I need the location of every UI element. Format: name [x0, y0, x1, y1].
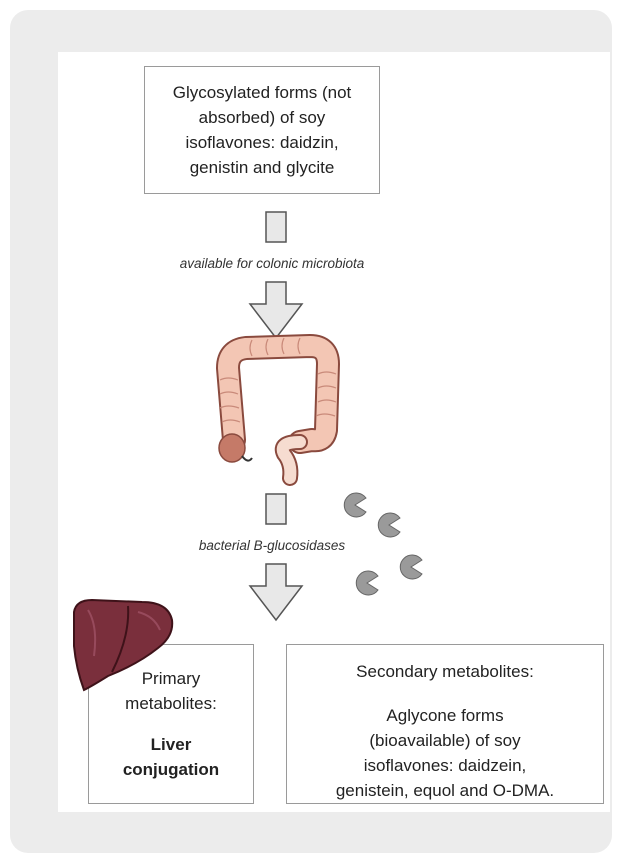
- secondary-body-line: (bioavailable) of soy: [369, 728, 520, 753]
- enzyme-pacman-icon: [376, 512, 402, 538]
- top-box-line: isoflavones: daidzin,: [173, 130, 352, 155]
- secondary-body-line: Aglycone forms: [386, 703, 503, 728]
- enzyme-pacman-icon: [354, 570, 380, 596]
- down-arrow-2: [246, 494, 306, 624]
- secondary-title: Secondary metabolites:: [356, 659, 534, 684]
- colon-illustration: [208, 330, 348, 480]
- secondary-body-line: isoflavones: daidzein,: [364, 753, 527, 778]
- secondary-metabolites-box: Secondary metabolites: Aglycone forms (b…: [286, 644, 604, 804]
- primary-bold-line: conjugation: [123, 757, 219, 782]
- glycosylated-forms-box: Glycosylated forms (not absorbed) of soy…: [144, 66, 380, 194]
- down-arrow-1: [246, 212, 306, 342]
- liver-icon: [68, 596, 176, 694]
- top-box-line: Glycosylated forms (not: [173, 80, 352, 105]
- enzyme-pacman-icon: [398, 554, 424, 580]
- secondary-body-line: genistein, equol and O-DMA.: [336, 778, 554, 803]
- figure-card: Glycosylated forms (not absorbed) of soy…: [10, 10, 612, 853]
- top-box-line: absorbed) of soy: [173, 105, 352, 130]
- diagram-panel: Glycosylated forms (not absorbed) of soy…: [58, 52, 610, 812]
- enzyme-pacman-icon: [342, 492, 368, 518]
- primary-bold-line: Liver: [151, 732, 192, 757]
- top-box-line: genistin and glycite: [173, 155, 352, 180]
- colonic-microbiota-label: available for colonic microbiota: [128, 256, 416, 271]
- primary-title-line: metabolites:: [125, 691, 217, 716]
- bacterial-glucosidases-label: bacterial B-glucosidases: [146, 538, 398, 553]
